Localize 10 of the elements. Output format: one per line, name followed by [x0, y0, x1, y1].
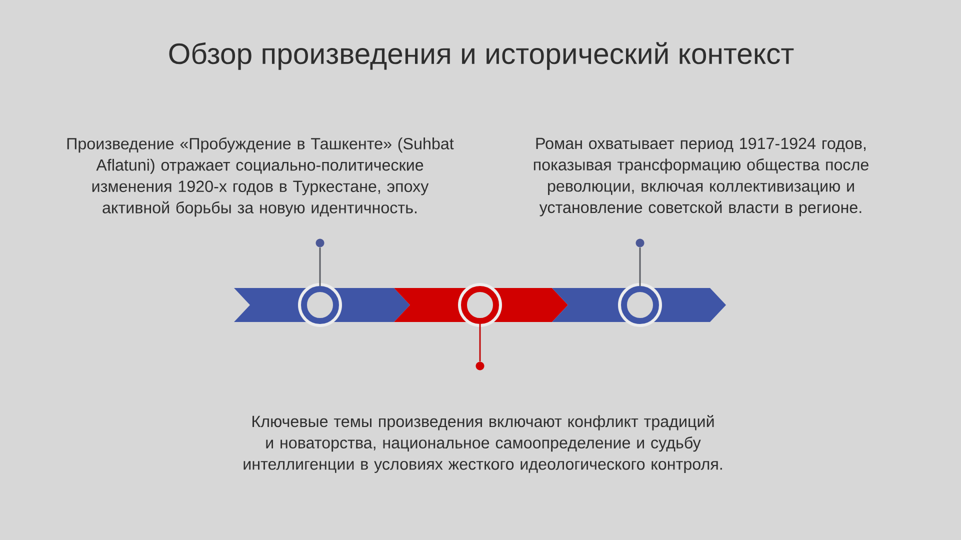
paragraph: Роман охватывает период 1917-1924 годов, показывая трансформацию общества после революции, включая коллективизацию и установление советской власти в регионе.	[534, 138, 868, 216]
leader-line	[319, 248, 321, 286]
leader-line	[479, 324, 481, 362]
leader-line	[639, 248, 641, 286]
ring	[618, 283, 662, 327]
paragraph: Ключевые темы произведения включают конфликт традиций и новаторства, национальное самоопределение и судьбу интеллигенции в условиях жесткого идеологического контроля.	[244, 415, 722, 473]
ring	[458, 283, 502, 327]
paragraph: Произведение «Пробуждение в Ташкенте» (Suhbat Aflatuni) отражает социально-политические изменения 1920-х годов в Туркестане, эпоху активной борьбы за новую идентичность.	[67, 137, 454, 217]
title: Обзор произведения и исторический контекст	[169, 42, 794, 70]
ring	[298, 283, 342, 327]
